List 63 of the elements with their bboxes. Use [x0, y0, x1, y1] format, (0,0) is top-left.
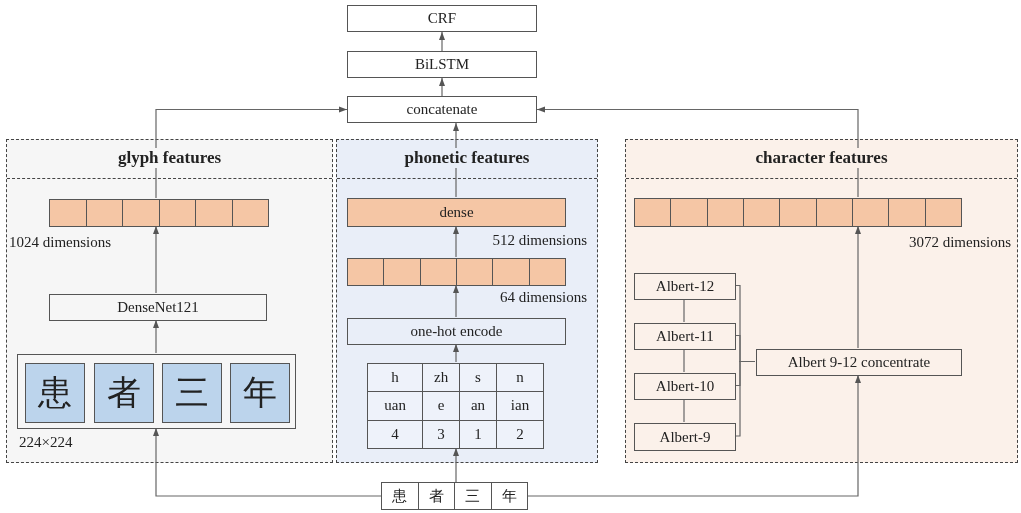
- arrow: [155, 106, 348, 199]
- arrow: [452, 122, 460, 198]
- arrow: [452, 225, 460, 258]
- process-box: one-hot encode: [347, 318, 566, 345]
- arrow: [438, 31, 446, 52]
- process-box: DenseNet121: [49, 294, 267, 321]
- process-box: CRF: [347, 5, 537, 32]
- table-cell: 3: [422, 420, 460, 449]
- process-box: BiLSTM: [347, 51, 537, 78]
- table-cell: 2: [496, 420, 544, 449]
- feature-panel: [336, 139, 598, 463]
- character-tile: 三: [162, 363, 222, 423]
- process-box: Albert-10: [634, 373, 736, 400]
- character-cell: 者: [418, 482, 455, 510]
- character-cell: 患: [381, 482, 419, 510]
- feature-panel: [625, 139, 1018, 463]
- table-cell: ian: [496, 391, 544, 421]
- arrow: [152, 427, 382, 497]
- arrow: [452, 343, 460, 363]
- table-cell: zh: [422, 363, 460, 392]
- image-strip: [17, 354, 296, 429]
- table-cell: uan: [367, 391, 423, 421]
- table-cell: e: [422, 391, 460, 421]
- character-tile: 者: [94, 363, 154, 423]
- arrow: [854, 225, 862, 349]
- process-box: concatenate: [347, 96, 537, 123]
- dimension-text: 1024 dimensions: [9, 234, 112, 251]
- table-cell: s: [459, 363, 497, 392]
- connector-line: [734, 360, 756, 437]
- arrow: [438, 77, 446, 97]
- dimension-text: 64 dimensions: [499, 289, 587, 306]
- character-cell: 年: [491, 482, 528, 510]
- character-cell: 三: [455, 482, 492, 510]
- table-cell: 1: [459, 420, 497, 449]
- process-box: Albert-11: [634, 323, 736, 350]
- arrow: [527, 374, 862, 497]
- vector-bar: [49, 199, 269, 227]
- table-cell: n: [496, 363, 544, 392]
- table-cell: an: [459, 391, 497, 421]
- character-tile: 年: [230, 363, 290, 423]
- arrow: [152, 225, 160, 294]
- connector-line: [683, 348, 685, 373]
- dimension-text: 224×224: [19, 434, 73, 451]
- pinyin-table: [367, 363, 544, 449]
- arrow: [152, 319, 160, 354]
- process-box: Albert 9-12 concentrate: [756, 349, 962, 376]
- arrow: [536, 106, 859, 198]
- arrow: [452, 284, 460, 318]
- process-box: Albert-9: [634, 423, 736, 451]
- connector-line: [683, 298, 685, 323]
- input-strip: [381, 482, 528, 510]
- vector-bar: [347, 258, 566, 286]
- feature-panel: [6, 139, 333, 463]
- vector-bar: [634, 198, 962, 227]
- process-box: Albert-12: [634, 273, 736, 300]
- dimension-text: 3072 dimensions: [908, 234, 1011, 251]
- table-cell: h: [367, 363, 423, 392]
- process-box: dense: [347, 198, 566, 227]
- connector-line: [683, 398, 685, 423]
- dimension-text: 512 dimensions: [492, 232, 587, 249]
- character-tile: 患: [25, 363, 85, 423]
- arrow: [452, 447, 460, 483]
- table-cell: 4: [367, 420, 423, 449]
